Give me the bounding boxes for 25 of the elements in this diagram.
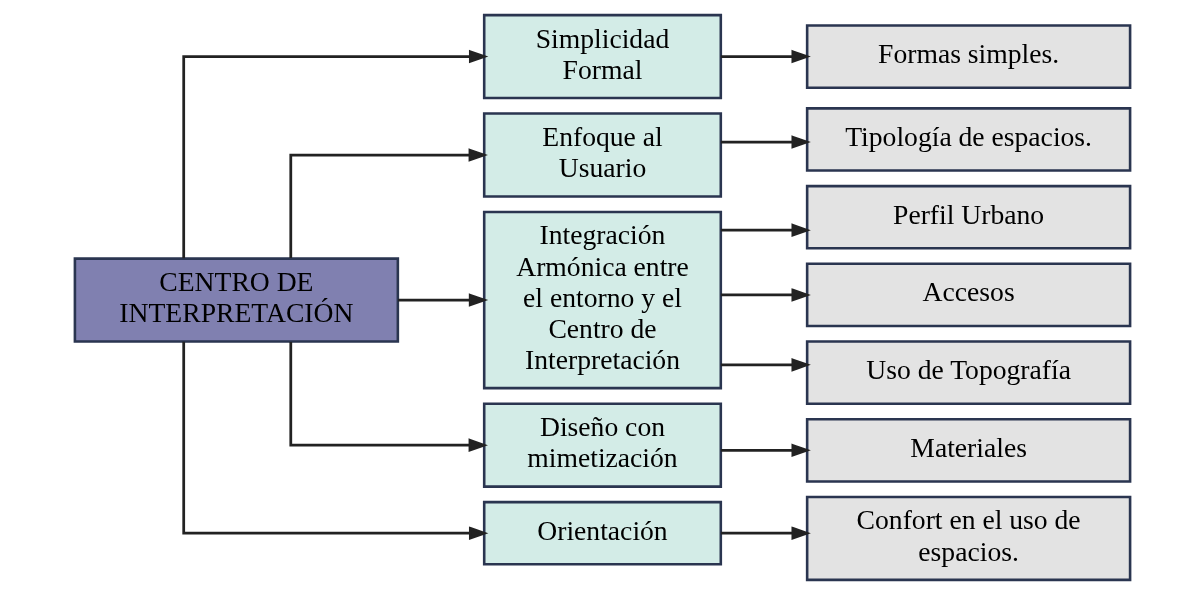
arrow	[720, 49, 811, 64]
arrow	[720, 288, 811, 302]
node-box: Tipología de espacios.	[805, 107, 1131, 172]
node-box: Diseño con mimetización	[482, 402, 722, 488]
node-box: Enfoque al Usuario	[482, 112, 722, 198]
node-box: Confort en el uso de espacios.	[805, 495, 1131, 582]
node-box: Accesos	[805, 262, 1131, 328]
arrow	[720, 223, 811, 237]
arrow	[720, 135, 811, 149]
arrow	[397, 293, 488, 307]
node-box: Orientación	[482, 500, 722, 566]
arrow	[181, 49, 488, 259]
arrow	[288, 148, 488, 259]
node-box: Formas simples.	[805, 24, 1131, 89]
arrow	[720, 526, 811, 540]
arrow	[288, 342, 488, 452]
node-box: Integración Armónica entre el entorno y el Centro de Interpretación	[482, 210, 722, 390]
node-box: Perfil Urbano	[805, 184, 1131, 250]
node-box: CENTRO DE INTERPRETACIÓN	[73, 257, 399, 343]
node-box: Uso de Topografía	[805, 340, 1131, 405]
node-box: Simplicidad Formal	[482, 13, 722, 100]
node-box: Materiales	[805, 417, 1131, 483]
arrow	[720, 358, 811, 372]
arrow	[181, 341, 488, 540]
arrow	[720, 443, 811, 458]
